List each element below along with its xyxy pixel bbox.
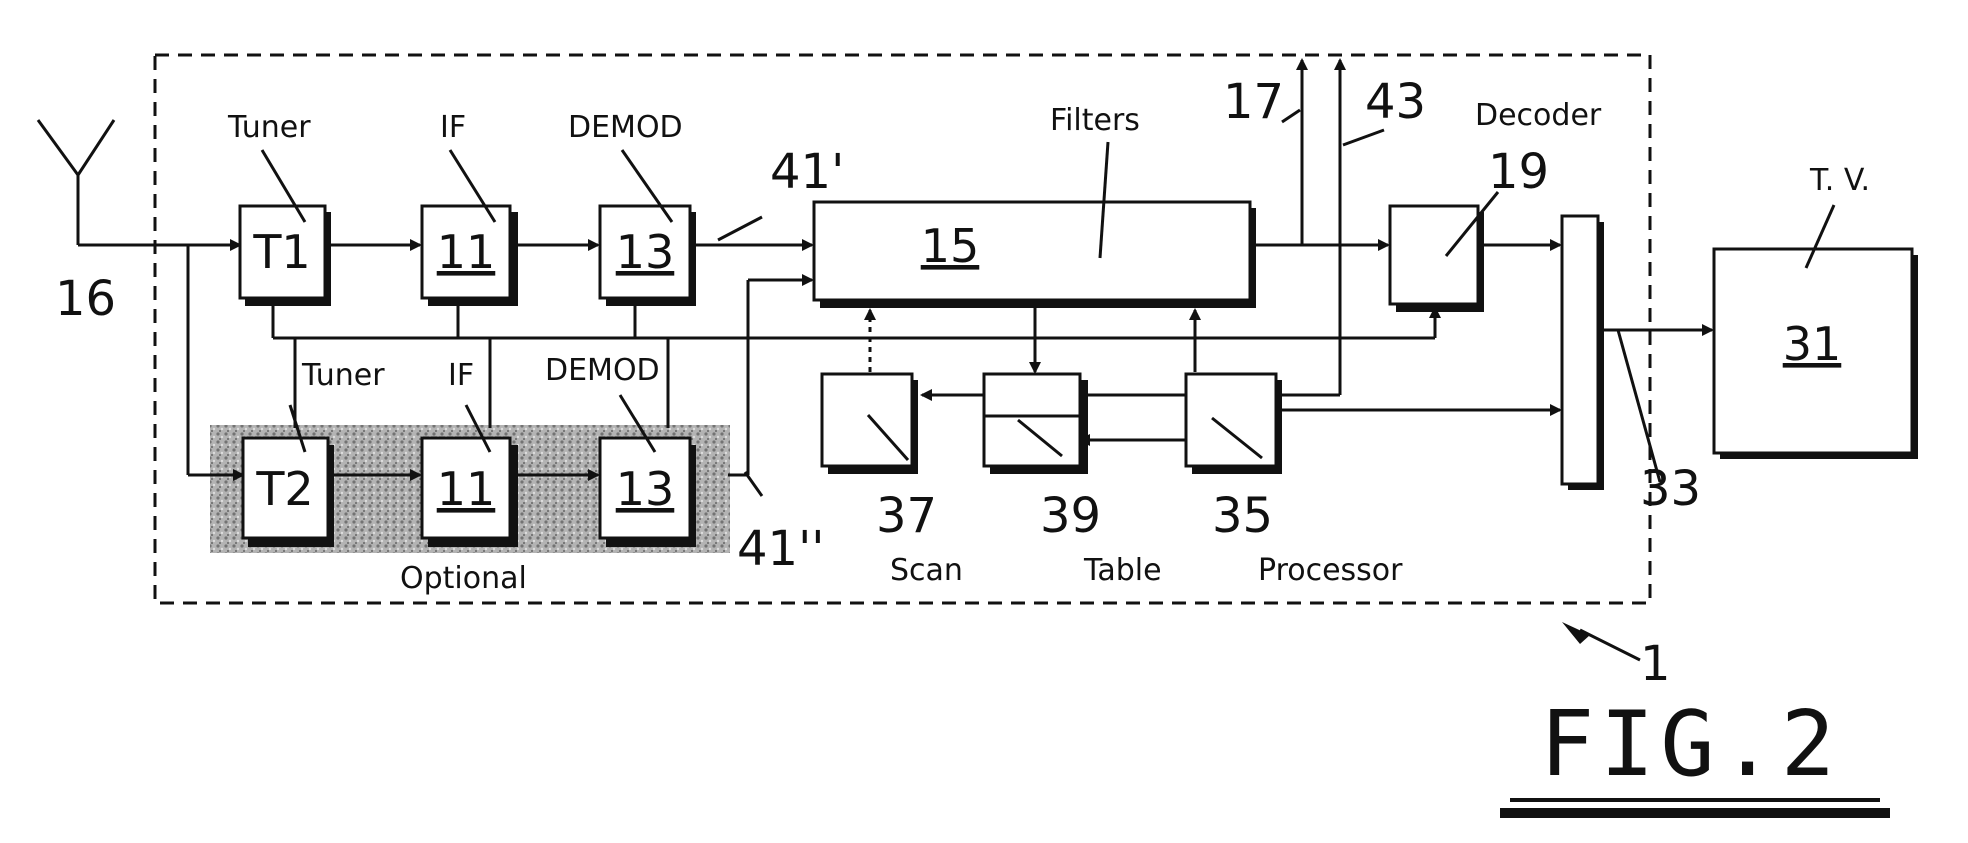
processor-label: Processor [1258,553,1403,588]
if-bottom-label: IF [448,358,474,393]
processor-block [1186,374,1276,466]
ref-33: 33 [1640,461,1701,517]
ref-41-double-prime: 41'' [737,521,824,577]
antenna-icon [38,120,114,245]
if-block-lower: 11 [422,438,510,538]
demod-top-label: DEMOD [568,110,683,145]
demod-upper-label: 13 [616,225,675,279]
tuner-t1-block: T1 [240,206,325,298]
if-lower-label: 11 [437,462,496,516]
demod-lower-label: 13 [616,462,675,516]
demod-block-upper: 13 [600,206,690,298]
ref-17: 17 [1223,74,1284,130]
caption-rule [1500,808,1890,818]
if-block-upper: 11 [422,206,510,298]
ref-39: 39 [1040,488,1101,544]
ref-1: 1 [1640,636,1671,692]
ref-41-prime: 41' [770,144,844,200]
filters-text: Filters [1050,103,1140,138]
tuner-t1-label: T1 [252,225,310,279]
combiner-bar [1562,216,1598,484]
demod-bottom-label: DEMOD [545,353,660,388]
tv-text: T. V. [1809,163,1870,198]
ref-43: 43 [1365,74,1426,130]
ref-35: 35 [1212,488,1273,544]
if-upper-label: 11 [437,225,496,279]
tv-block: 31 [1714,249,1912,453]
scan-label: Scan [890,553,963,588]
ref-19: 19 [1488,144,1549,200]
table-label: Table [1083,553,1162,588]
tv-label: 31 [1783,317,1842,371]
decoder-text: Decoder [1475,98,1602,133]
scan-block [822,374,912,466]
demod-block-lower: 13 [600,438,690,538]
tuner-t2-label: T2 [255,462,313,516]
tuner-t2-block: T2 [243,438,328,538]
table-block [984,374,1080,466]
filters-label: 15 [921,219,980,273]
decoder-block [1390,206,1478,304]
optional-label: Optional [400,561,527,596]
tuner-bottom-label: Tuner [301,358,385,393]
ref-37: 37 [876,488,937,544]
figure-caption: FIG.2 [1540,692,1841,797]
ref-16: 16 [55,271,116,327]
filters-block: 15 [814,202,1250,300]
tuner-top-label: Tuner [227,110,311,145]
if-top-label: IF [440,110,466,145]
